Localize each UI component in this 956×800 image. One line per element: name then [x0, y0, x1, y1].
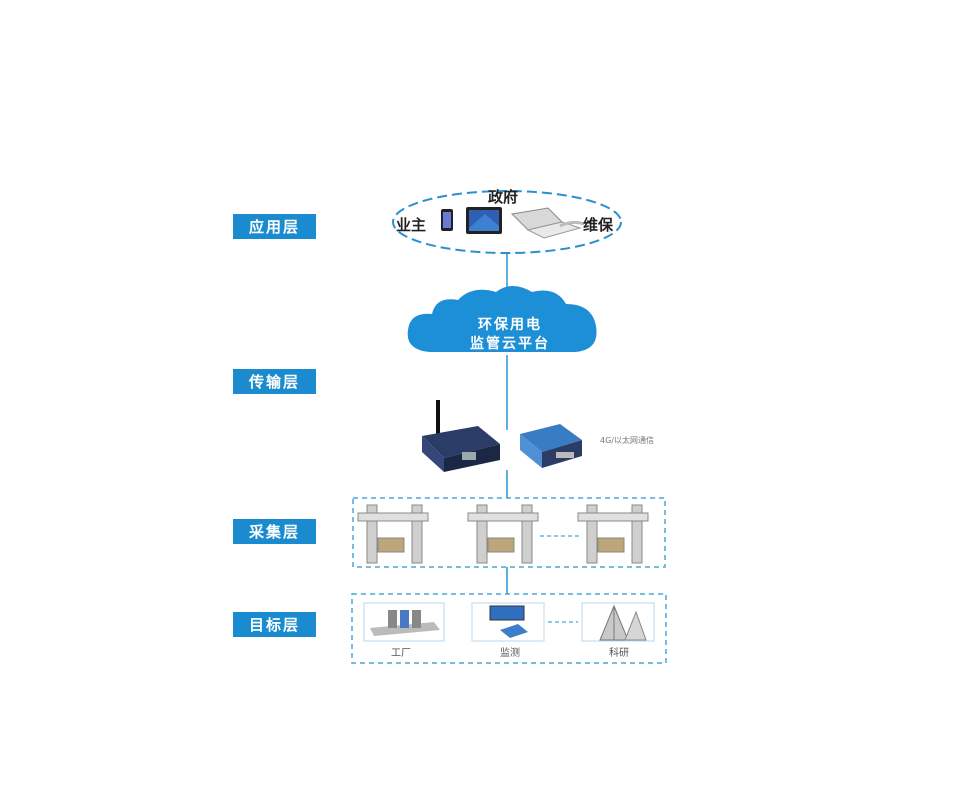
target-caption-2: 监测: [500, 648, 520, 659]
layer-label-target: 目标层: [233, 612, 316, 637]
transport-device-caption: 4G/以太网通信: [600, 436, 654, 445]
phone-icon: [441, 209, 453, 231]
application-ellipse: [392, 190, 622, 254]
application-top-label: 政府: [488, 188, 519, 206]
application-left-label: 业主: [396, 216, 427, 234]
serial-server-icon: [520, 424, 582, 468]
layer-label-collection: 采集层: [233, 519, 316, 544]
target-caption-1: 工厂: [391, 648, 411, 659]
tablet-icon: [466, 207, 502, 234]
sensor-group-2: [467, 504, 539, 564]
application-right-label: 维保: [583, 216, 614, 234]
cloud-shape: [407, 286, 597, 352]
wireless-gateway-icon: [422, 400, 500, 472]
sensor-group-3: [577, 504, 649, 564]
layer-label-application: 应用层: [233, 214, 316, 239]
target-box: [351, 593, 667, 664]
cloud-platform-label: 环保用电 监管云平台: [415, 316, 605, 354]
layer-label-transport: 传输层: [233, 369, 316, 394]
collection-box: [352, 497, 666, 568]
factory-icon: [370, 610, 440, 636]
cloud-line-1: 环保用电: [478, 317, 542, 333]
laptop-icon: [510, 207, 585, 239]
monitor-icon: [489, 605, 528, 638]
target-caption-3: 科研: [609, 648, 629, 659]
tower-icon: [599, 604, 647, 641]
cloud-line-2: 监管云平台: [470, 336, 550, 352]
sensor-group-1: [357, 504, 429, 564]
